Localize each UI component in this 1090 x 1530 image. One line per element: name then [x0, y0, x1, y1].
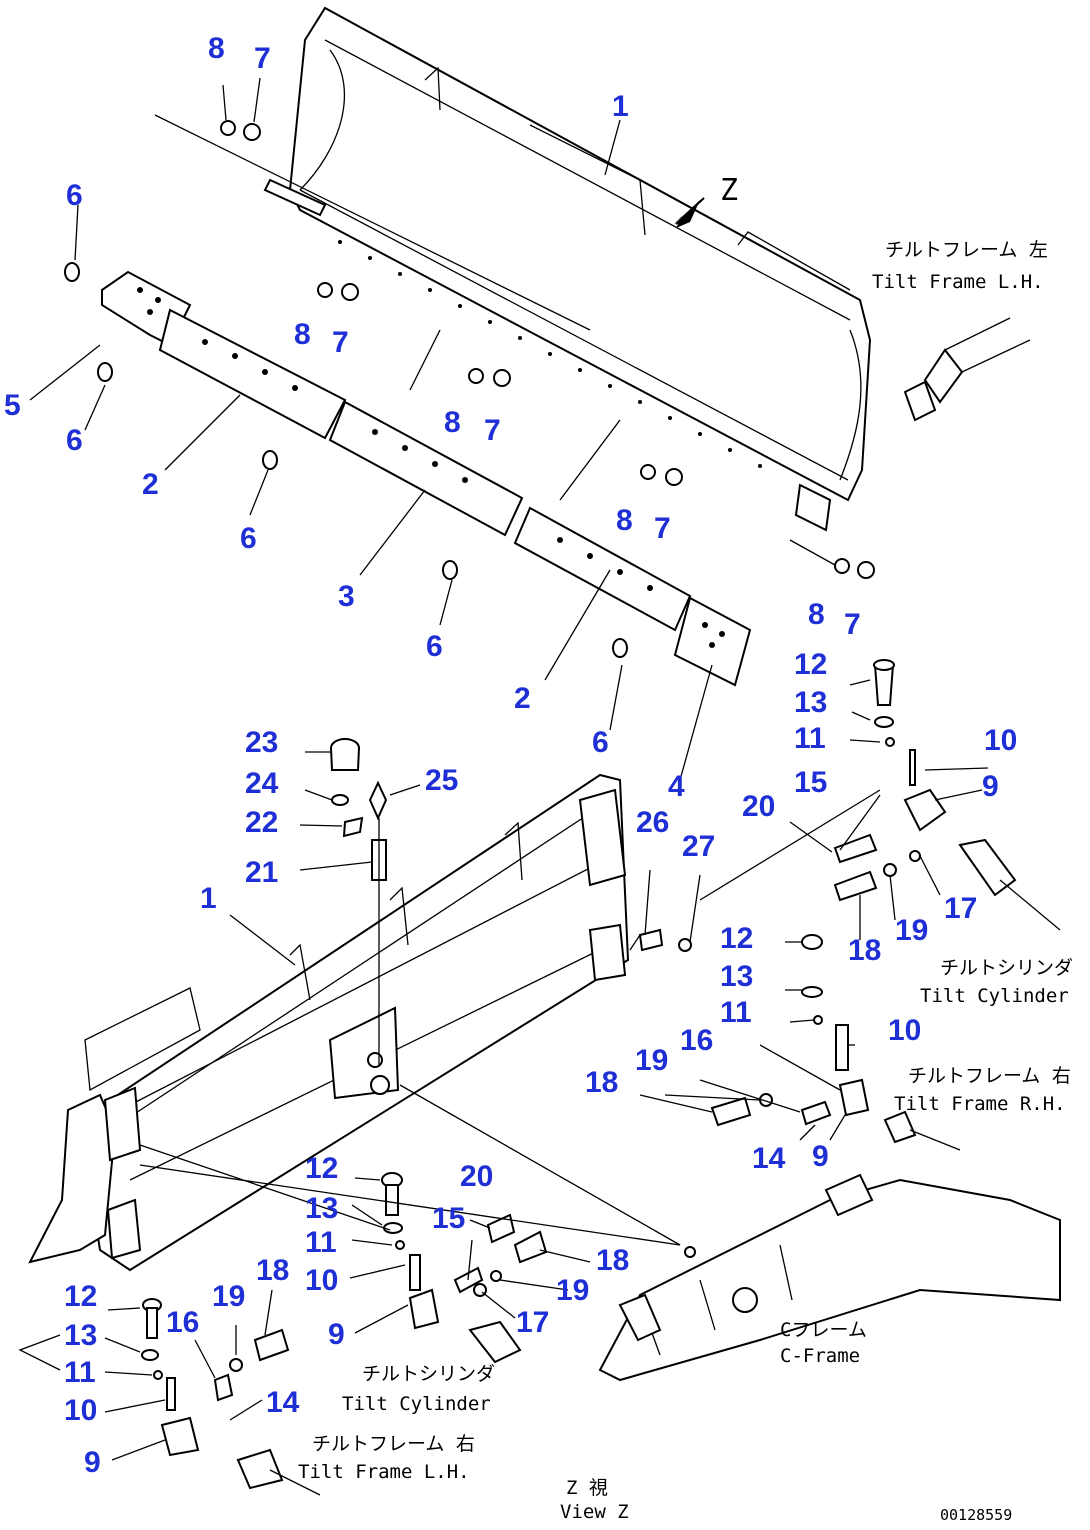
callout-12: 12 — [305, 1152, 338, 1185]
callout-10: 10 — [888, 1014, 921, 1047]
callout-17: 17 — [516, 1306, 549, 1339]
callout-7: 7 — [844, 608, 861, 641]
callout-7: 7 — [484, 414, 501, 447]
callout-18: 18 — [596, 1244, 629, 1277]
callout-21: 21 — [245, 856, 278, 889]
callout-24: 24 — [245, 767, 279, 800]
fasteners-upper — [64, 120, 875, 658]
callout-1: 1 — [612, 90, 629, 123]
caption-c-frame-en: C-Frame — [780, 1345, 860, 1367]
callout-16: 16 — [680, 1024, 713, 1057]
caption-tilt-cylinder-bottom-ja: チルトシリンダ — [362, 1363, 495, 1385]
caption-tilt-frame-rh-ja: チルトフレーム 右 — [908, 1065, 1071, 1087]
callout-15: 15 — [794, 766, 827, 799]
caption-tilt-cylinder-bottom-en: Tilt Cylinder — [342, 1393, 491, 1415]
callout-19: 19 — [556, 1274, 589, 1307]
callout-6: 6 — [426, 630, 443, 663]
callout-19: 19 — [212, 1280, 245, 1313]
callout-26: 26 — [636, 806, 669, 839]
caption-tilt-frame-rh-en: Tilt Frame R.H. — [894, 1093, 1066, 1115]
callout-27: 27 — [682, 830, 715, 863]
caption-view-z-en: View Z — [560, 1501, 629, 1523]
caption-tilt-frame-lh-en: Tilt Frame L.H. — [872, 271, 1044, 293]
callout-8: 8 — [208, 32, 225, 65]
caption-view-z-ja: Z 視 — [566, 1477, 608, 1499]
callout-6: 6 — [66, 179, 83, 212]
callout-10: 10 — [305, 1264, 338, 1297]
callout-9: 9 — [328, 1318, 345, 1351]
callout-11: 11 — [720, 996, 752, 1029]
c-frame — [598, 1173, 1061, 1382]
callout-14: 14 — [752, 1142, 786, 1175]
callout-11: 11 — [794, 722, 826, 755]
caption-c-frame-ja: Cフレーム — [780, 1319, 867, 1341]
captions: チルトフレーム 左 Tilt Frame L.H. チルトシリンダ Tilt C… — [298, 239, 1073, 1524]
callout-11: 11 — [64, 1356, 96, 1389]
callout-8: 8 — [616, 504, 633, 537]
caption-tilt-frame-lh-ja: チルトフレーム 左 — [885, 239, 1048, 261]
callout-7: 7 — [654, 512, 671, 545]
lower-blade — [28, 773, 630, 1272]
callout-12: 12 — [64, 1280, 97, 1313]
callout-4: 4 — [668, 770, 685, 803]
callout-17: 17 — [944, 892, 977, 925]
callout-18: 18 — [256, 1254, 289, 1287]
callout-9: 9 — [982, 770, 999, 803]
callout-13: 13 — [64, 1319, 97, 1352]
callout-8: 8 — [294, 318, 311, 351]
callout-12: 12 — [794, 648, 827, 681]
caption-tilt-frame-lh-bottom-en: Tilt Frame L.H. — [298, 1461, 470, 1483]
callout-numbers: 8 7 1 6 5 6 8 7 8 7 2 6 8 7 3 6 2 8 7 6 … — [4, 32, 1017, 1479]
callout-19: 19 — [635, 1044, 668, 1077]
bottom-left-fittings — [141, 1172, 548, 1496]
callout-6: 6 — [592, 726, 609, 759]
callout-6: 6 — [240, 522, 257, 555]
blade-bolt-holes — [338, 240, 762, 468]
callout-3: 3 — [338, 580, 355, 613]
caption-tilt-cylinder-en: Tilt Cylinder — [920, 985, 1069, 1007]
callout-9: 9 — [84, 1446, 101, 1479]
callout-23: 23 — [245, 726, 278, 759]
callout-8: 8 — [808, 598, 825, 631]
callout-12: 12 — [720, 922, 753, 955]
callout-13: 13 — [794, 686, 827, 719]
callout-19: 19 — [895, 914, 928, 947]
callout-8: 8 — [444, 406, 461, 439]
callout-20: 20 — [742, 790, 775, 823]
callout-11: 11 — [305, 1226, 337, 1259]
callout-15: 15 — [432, 1202, 465, 1235]
callout-6: 6 — [66, 424, 83, 457]
callout-10: 10 — [64, 1394, 97, 1427]
callout-18: 18 — [848, 934, 881, 967]
callout-5: 5 — [4, 389, 21, 422]
callout-1: 1 — [200, 882, 217, 915]
edge-holes — [137, 287, 725, 648]
callout-13: 13 — [305, 1192, 338, 1225]
lower-blade-fittings — [330, 738, 388, 1065]
callout-25: 25 — [425, 764, 458, 797]
view-z-marker: Z — [720, 173, 738, 208]
callout-7: 7 — [254, 42, 271, 75]
callout-20: 20 — [460, 1160, 493, 1193]
cutting-edges-upper — [101, 178, 832, 687]
callout-22: 22 — [245, 806, 278, 839]
leader-lines — [18, 77, 989, 1461]
callout-2: 2 — [514, 682, 531, 715]
caption-tilt-frame-lh-bottom-ja: チルトフレーム 右 — [312, 1433, 475, 1455]
drawing-code: 00128559 — [940, 1506, 1012, 1524]
callout-7: 7 — [332, 326, 349, 359]
caption-tilt-cylinder-ja: チルトシリンダ — [940, 957, 1073, 979]
callout-14: 14 — [266, 1386, 300, 1419]
callout-13: 13 — [720, 960, 753, 993]
callout-10: 10 — [984, 724, 1017, 757]
callout-16: 16 — [166, 1306, 199, 1339]
tilt-frame-lh-top — [903, 317, 1031, 422]
callout-9: 9 — [812, 1140, 829, 1173]
callout-18: 18 — [585, 1066, 618, 1099]
callout-2: 2 — [142, 468, 159, 501]
